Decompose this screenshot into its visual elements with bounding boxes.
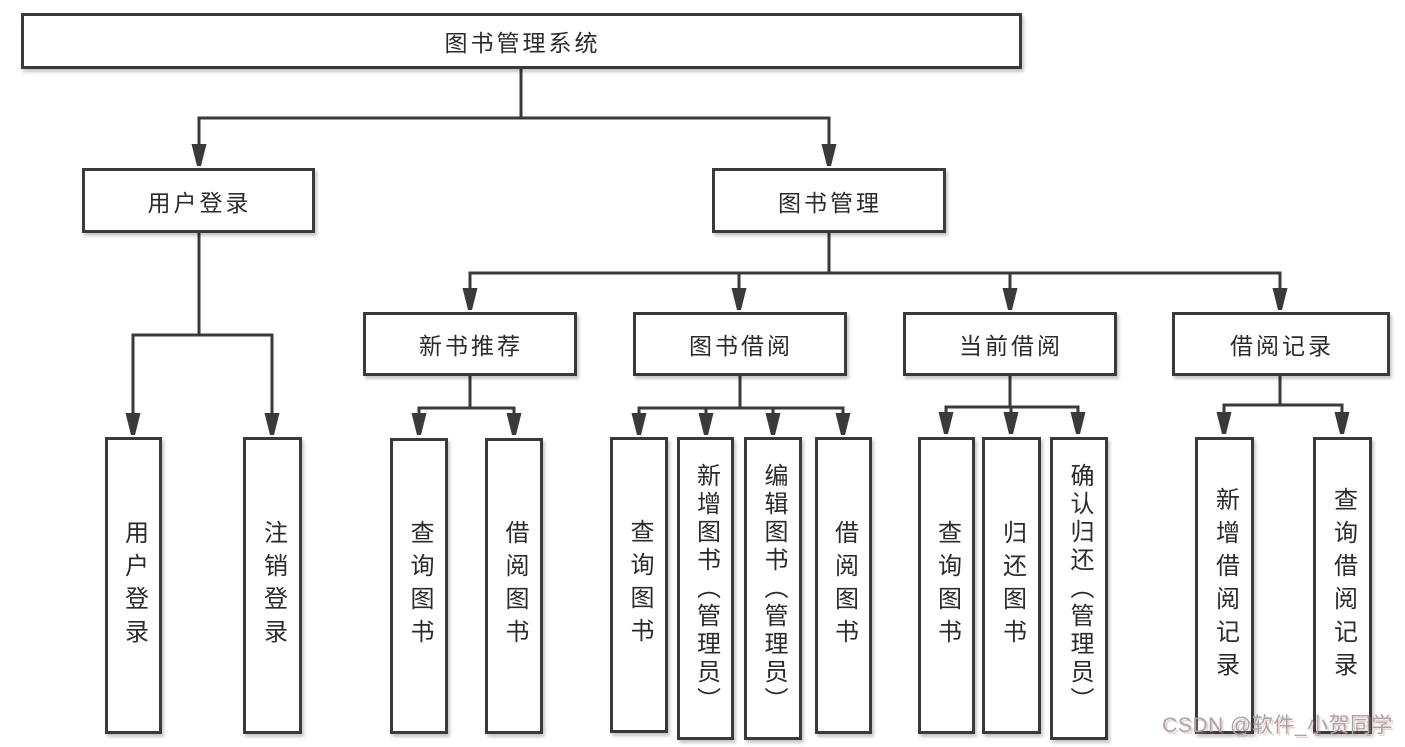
node-borrowing-records: 借阅记录 bbox=[1172, 312, 1390, 376]
arrowhead-down-icon bbox=[765, 413, 781, 435]
node-leaf-query-book-current: 查询图书 bbox=[918, 437, 975, 734]
node-leaf-add-borrow-record: 新增借阅记录 bbox=[1195, 437, 1254, 734]
node-label: 借阅记录 bbox=[1230, 333, 1334, 359]
arrowhead-down-icon bbox=[1003, 412, 1019, 434]
arrowhead-down-icon bbox=[938, 412, 954, 434]
arrowhead-down-icon bbox=[698, 413, 714, 435]
node-label: 当前借阅 bbox=[959, 333, 1063, 359]
node-label: 图书管理 bbox=[778, 189, 882, 216]
node-user-login: 用户登录 bbox=[82, 168, 315, 233]
node-leaf-confirm-return-admin: 确认归还（管理员） bbox=[1050, 437, 1108, 740]
arrowhead-down-icon bbox=[411, 413, 427, 435]
arrowhead-down-icon bbox=[1272, 288, 1288, 310]
node-leaf-query-book-newrec: 查询图书 bbox=[390, 438, 448, 734]
node-label: 借阅图书 bbox=[501, 520, 528, 652]
arrowhead-down-icon bbox=[1216, 412, 1232, 434]
node-label: 用户登录 bbox=[120, 519, 148, 652]
node-library-management-system: 图书管理系统 bbox=[21, 13, 1022, 69]
arrowhead-down-icon bbox=[462, 288, 478, 310]
node-book-borrowing: 图书借阅 bbox=[633, 312, 847, 376]
node-leaf-edit-book-admin: 编辑图书（管理员） bbox=[744, 437, 802, 740]
arrowhead-down-icon bbox=[191, 144, 207, 166]
node-label: 用户登录 bbox=[147, 189, 252, 216]
node-label: 图书管理系统 bbox=[444, 30, 601, 56]
node-leaf-query-borrow-record: 查询借阅记录 bbox=[1313, 437, 1372, 734]
node-label: 新书推荐 bbox=[419, 333, 523, 359]
node-new-book-recommend: 新书推荐 bbox=[363, 312, 577, 376]
node-book-management: 图书管理 bbox=[712, 168, 946, 233]
arrowhead-down-icon bbox=[835, 413, 851, 435]
node-label: 图书借阅 bbox=[689, 333, 793, 359]
arrowhead-down-icon bbox=[631, 413, 647, 435]
node-label: 确认归还（管理员） bbox=[1066, 462, 1093, 715]
node-label: 查询图书 bbox=[933, 519, 961, 652]
arrowhead-down-icon bbox=[506, 413, 522, 435]
arrowhead-down-icon bbox=[821, 144, 837, 166]
node-leaf-borrow-book-newrec: 借阅图书 bbox=[485, 438, 543, 734]
node-leaf-return-book: 归还图书 bbox=[982, 437, 1041, 734]
node-label: 编辑图书（管理员） bbox=[760, 462, 787, 715]
arrowhead-down-icon bbox=[731, 288, 747, 310]
arrowhead-down-icon bbox=[1070, 412, 1086, 434]
node-leaf-query-book-borrow: 查询图书 bbox=[610, 437, 668, 733]
node-label: 归还图书 bbox=[998, 519, 1026, 652]
arrowhead-down-icon bbox=[264, 413, 280, 435]
node-label: 注销登录 bbox=[259, 519, 287, 652]
arrowhead-down-icon bbox=[125, 413, 141, 435]
node-leaf-user-login: 用户登录 bbox=[105, 437, 162, 734]
node-label: 新增借阅记录 bbox=[1211, 486, 1239, 685]
node-label: 新增图书（管理员） bbox=[692, 462, 720, 715]
arrowhead-down-icon bbox=[1334, 412, 1350, 434]
node-label: 查询图书 bbox=[406, 520, 433, 652]
node-leaf-add-book-admin: 新增图书（管理员） bbox=[677, 437, 734, 740]
node-label: 借阅图书 bbox=[830, 519, 858, 652]
node-leaf-borrow-book-borrow: 借阅图书 bbox=[815, 437, 872, 734]
node-label: 查询图书 bbox=[626, 519, 653, 651]
node-leaf-logout: 注销登录 bbox=[243, 437, 302, 734]
node-label: 查询借阅记录 bbox=[1329, 486, 1357, 685]
arrowhead-down-icon bbox=[1002, 288, 1018, 310]
node-current-borrowing: 当前借阅 bbox=[903, 312, 1117, 376]
watermark: CSDN @软件_小贺同学 bbox=[1162, 714, 1393, 737]
